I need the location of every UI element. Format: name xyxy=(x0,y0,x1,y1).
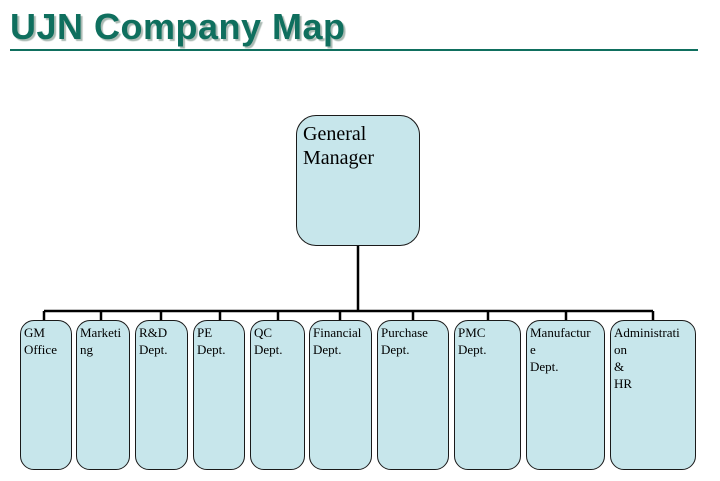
org-node-label: GM Office xyxy=(24,325,57,357)
org-node-pe-dept[interactable]: PE Dept. xyxy=(193,320,245,470)
org-node-label: Administrati on & HR xyxy=(614,325,680,391)
org-node-label: QC Dept. xyxy=(254,325,283,357)
org-node-qc-dept[interactable]: QC Dept. xyxy=(250,320,305,470)
org-node-purchase-dept[interactable]: Purchase Dept. xyxy=(377,320,449,470)
org-node-label: Marketi ng xyxy=(80,325,122,357)
org-node-label: PMC Dept. xyxy=(458,325,487,357)
org-node-rd-dept[interactable]: R&D Dept. xyxy=(135,320,188,470)
org-node-label: R&D Dept. xyxy=(139,325,168,357)
org-node-label: Manufactur e Dept. xyxy=(530,325,591,374)
org-node-label: General Manager xyxy=(303,123,375,169)
title-underline xyxy=(10,49,698,51)
org-node-gm-office[interactable]: GM Office xyxy=(20,320,72,470)
org-node-label: PE Dept. xyxy=(197,325,226,357)
org-node-pmc-dept[interactable]: PMC Dept. xyxy=(454,320,521,470)
slide-title: UJN Company Map xyxy=(10,6,346,47)
department-drop-lines xyxy=(42,311,655,321)
org-node-manufacture-dept[interactable]: Manufactur e Dept. xyxy=(526,320,605,470)
org-node-administration-hr[interactable]: Administrati on & HR xyxy=(610,320,696,470)
org-node-marketing[interactable]: Marketi ng xyxy=(76,320,130,470)
org-node-financial-dept[interactable]: Financial Dept. xyxy=(309,320,372,470)
org-node-label: Financial Dept. xyxy=(313,325,362,357)
org-node-label: Purchase Dept. xyxy=(381,325,428,357)
org-node-general-manager[interactable]: General Manager xyxy=(296,115,420,246)
